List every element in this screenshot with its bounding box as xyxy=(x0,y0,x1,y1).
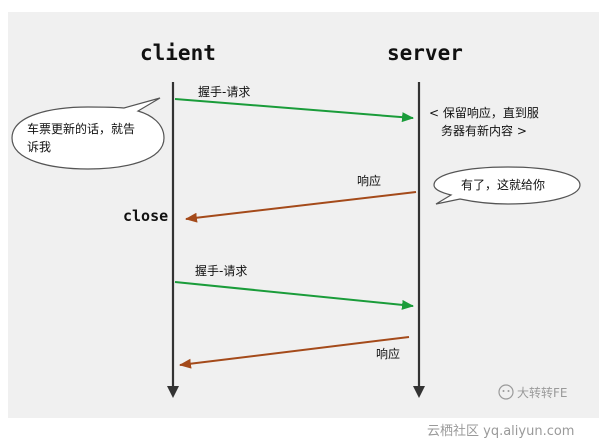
handshake-request-label-1: 握手-请求 xyxy=(198,85,251,99)
client-lifeline-arrowhead xyxy=(167,386,179,398)
response-label-2: 响应 xyxy=(376,347,401,361)
response-label-1: 响应 xyxy=(357,174,382,188)
client-bubble-line-2: 诉我 xyxy=(27,140,52,154)
wechat-icon xyxy=(498,384,514,400)
client-bubble-text: 车票更新的话，就告 诉我 xyxy=(27,120,135,156)
response-arrow-1 xyxy=(185,191,417,223)
client-speech-bubble xyxy=(11,97,165,170)
handshake-request-arrow-2 xyxy=(174,281,414,310)
server-lifeline-arrowhead xyxy=(413,386,425,398)
server-hold-note-line-2: 务器有新内容 > xyxy=(441,124,527,138)
handshake-request-arrow-1 xyxy=(174,98,414,123)
close-label: close xyxy=(123,207,169,225)
client-bubble-line-1: 车票更新的话，就告 xyxy=(27,122,136,136)
handshake-request-label-2: 握手-请求 xyxy=(195,264,248,278)
server-hold-note-line-1: < 保留响应，直到服 xyxy=(429,106,539,120)
brand-watermark: 大转转FE xyxy=(517,386,568,400)
server-bubble-text: 有了，这就给你 xyxy=(461,178,546,192)
site-watermark: 云栖社区 yq.aliyun.com xyxy=(427,424,575,439)
server-speech-bubble xyxy=(433,166,581,205)
response-arrow-2 xyxy=(179,336,410,369)
server-hold-note: < 保留响应，直到服 务器有新内容 > xyxy=(429,104,539,140)
client-title: client xyxy=(140,41,216,65)
server-title: server xyxy=(387,41,463,65)
